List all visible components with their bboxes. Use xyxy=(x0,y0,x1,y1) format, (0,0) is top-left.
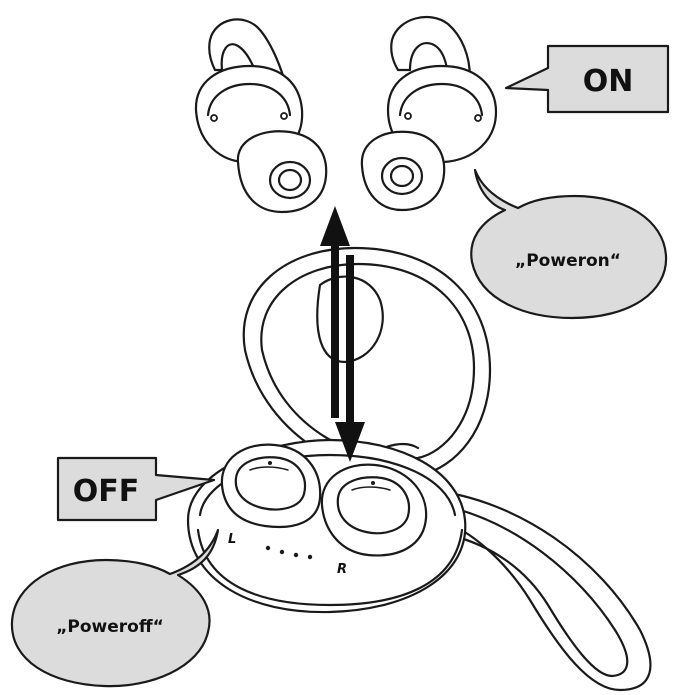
lanyard-inner xyxy=(438,503,629,678)
down-arrow-icon xyxy=(335,255,365,462)
earbud-right-icon xyxy=(360,15,498,212)
power-on-bubble: „Poweron“ xyxy=(470,168,668,320)
case-indicator-dots xyxy=(265,545,313,560)
on-tag-label: ON xyxy=(583,64,634,99)
power-off-bubble-text: „Poweroff“ xyxy=(56,617,164,637)
case-base-top-rim xyxy=(198,453,457,517)
case-left-mark: L xyxy=(228,532,236,547)
charging-case-icon: L R xyxy=(186,246,652,692)
power-on-bubble-text: „Poweron“ xyxy=(515,251,621,271)
case-lid-hinge-notch xyxy=(316,275,384,364)
earbud-left-icon xyxy=(194,18,328,214)
power-off-bubble: „Poweroff“ xyxy=(10,528,220,688)
lanyard-outer xyxy=(428,488,652,692)
off-tag: OFF xyxy=(56,456,216,522)
case-right-mark: R xyxy=(337,562,347,577)
up-arrow-icon xyxy=(320,206,350,418)
case-base-lower-edge xyxy=(196,528,464,607)
off-tag-label: OFF xyxy=(73,474,140,509)
case-right-earbud xyxy=(320,463,428,557)
on-tag: ON xyxy=(504,44,670,114)
case-left-earbud xyxy=(220,443,322,528)
